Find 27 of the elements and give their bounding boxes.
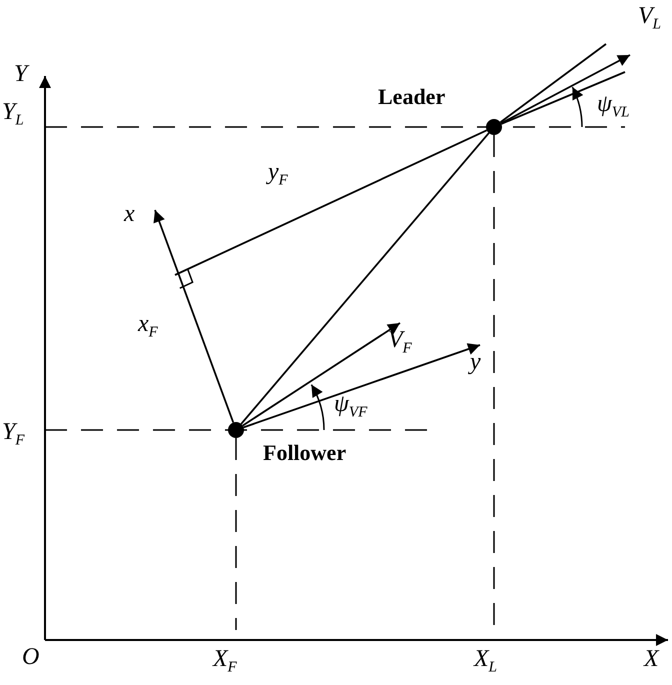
math-label: Y [14,62,28,86]
line [500,43,607,123]
math-label: X$_{F}$ [213,647,237,676]
axis-label: V$_{L}$ [638,4,662,32]
line [240,132,490,424]
math-label: X$_{L}$ [474,647,498,676]
math-label: O [22,645,40,669]
math-label: ψ$_{VL}$ [597,92,630,120]
math-label: Y$_{F}$ [2,420,25,448]
point-label: Leader [378,84,446,110]
point-marker [486,119,502,135]
point-label: Follower [263,440,346,466]
axis-label: y [470,350,481,374]
math-label: X [644,647,659,671]
math-label: Y$_{L}$ [2,100,24,128]
arrow [242,322,400,426]
arrow [154,210,234,423]
line [501,71,626,125]
point-marker [228,422,244,438]
math-label: ψ$_{VF}$ [334,392,368,420]
line [174,130,488,276]
edge-label: x$_{F}$ [138,312,158,340]
edge-label: y$_{F}$ [268,160,288,188]
arrow [500,54,630,124]
arrow [243,343,480,428]
axis-label: x [124,202,135,226]
right-angle-mark [180,268,194,289]
